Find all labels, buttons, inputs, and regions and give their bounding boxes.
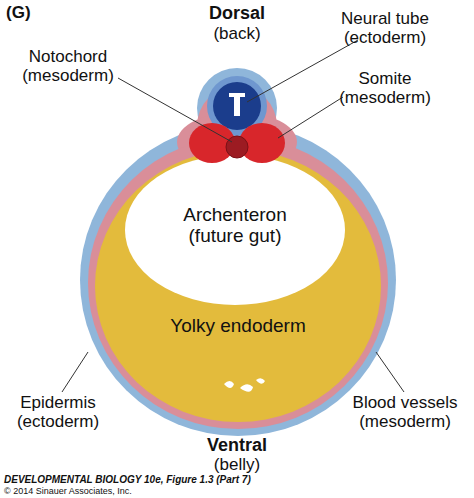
yolk-gap bbox=[240, 384, 253, 392]
node-shape bbox=[125, 155, 345, 305]
node-shape bbox=[95, 150, 381, 422]
callout-label: (G) bbox=[6, 4, 46, 23]
callout-label: (back) bbox=[192, 25, 282, 44]
region-label: Archenteron (future gut) bbox=[175, 205, 295, 247]
callout-label: Epidermis (ectoderm) bbox=[2, 394, 114, 431]
callout-label: (belly) bbox=[187, 456, 287, 475]
yolk-gap bbox=[256, 378, 265, 384]
credit-note: © 2014 Sinauer Associates, Inc. bbox=[4, 487, 404, 497]
leader-line bbox=[118, 78, 232, 142]
callout-label: Ventral bbox=[187, 436, 287, 456]
neural-lumen bbox=[229, 93, 245, 116]
epidermis-layer bbox=[80, 124, 396, 436]
callout-label: Somite (mesoderm) bbox=[330, 70, 440, 107]
region-label: Yolky endoderm bbox=[138, 316, 338, 337]
leader-line bbox=[62, 352, 88, 392]
leader-line bbox=[376, 352, 404, 392]
callout-label: Blood vessels (mesoderm) bbox=[338, 394, 472, 431]
neural-tube bbox=[213, 82, 261, 130]
archenteron-cavity: Archenteron (future gut) bbox=[125, 155, 345, 305]
yolk-gap bbox=[224, 381, 234, 388]
credit-note: DEVELOPMENTAL BIOLOGY 10e, Figure 1.3 (P… bbox=[4, 474, 404, 485]
endoderm-region: Yolky endoderm Archenteron (future gut) bbox=[95, 150, 381, 422]
mesoderm-layer bbox=[88, 137, 388, 429]
callout-label: Neural tube (ectoderm) bbox=[325, 10, 445, 47]
callout-label: Notochord (mesoderm) bbox=[3, 48, 133, 85]
leader-line bbox=[278, 97, 343, 138]
callout-label: Dorsal bbox=[192, 4, 282, 24]
notochord bbox=[226, 136, 248, 158]
